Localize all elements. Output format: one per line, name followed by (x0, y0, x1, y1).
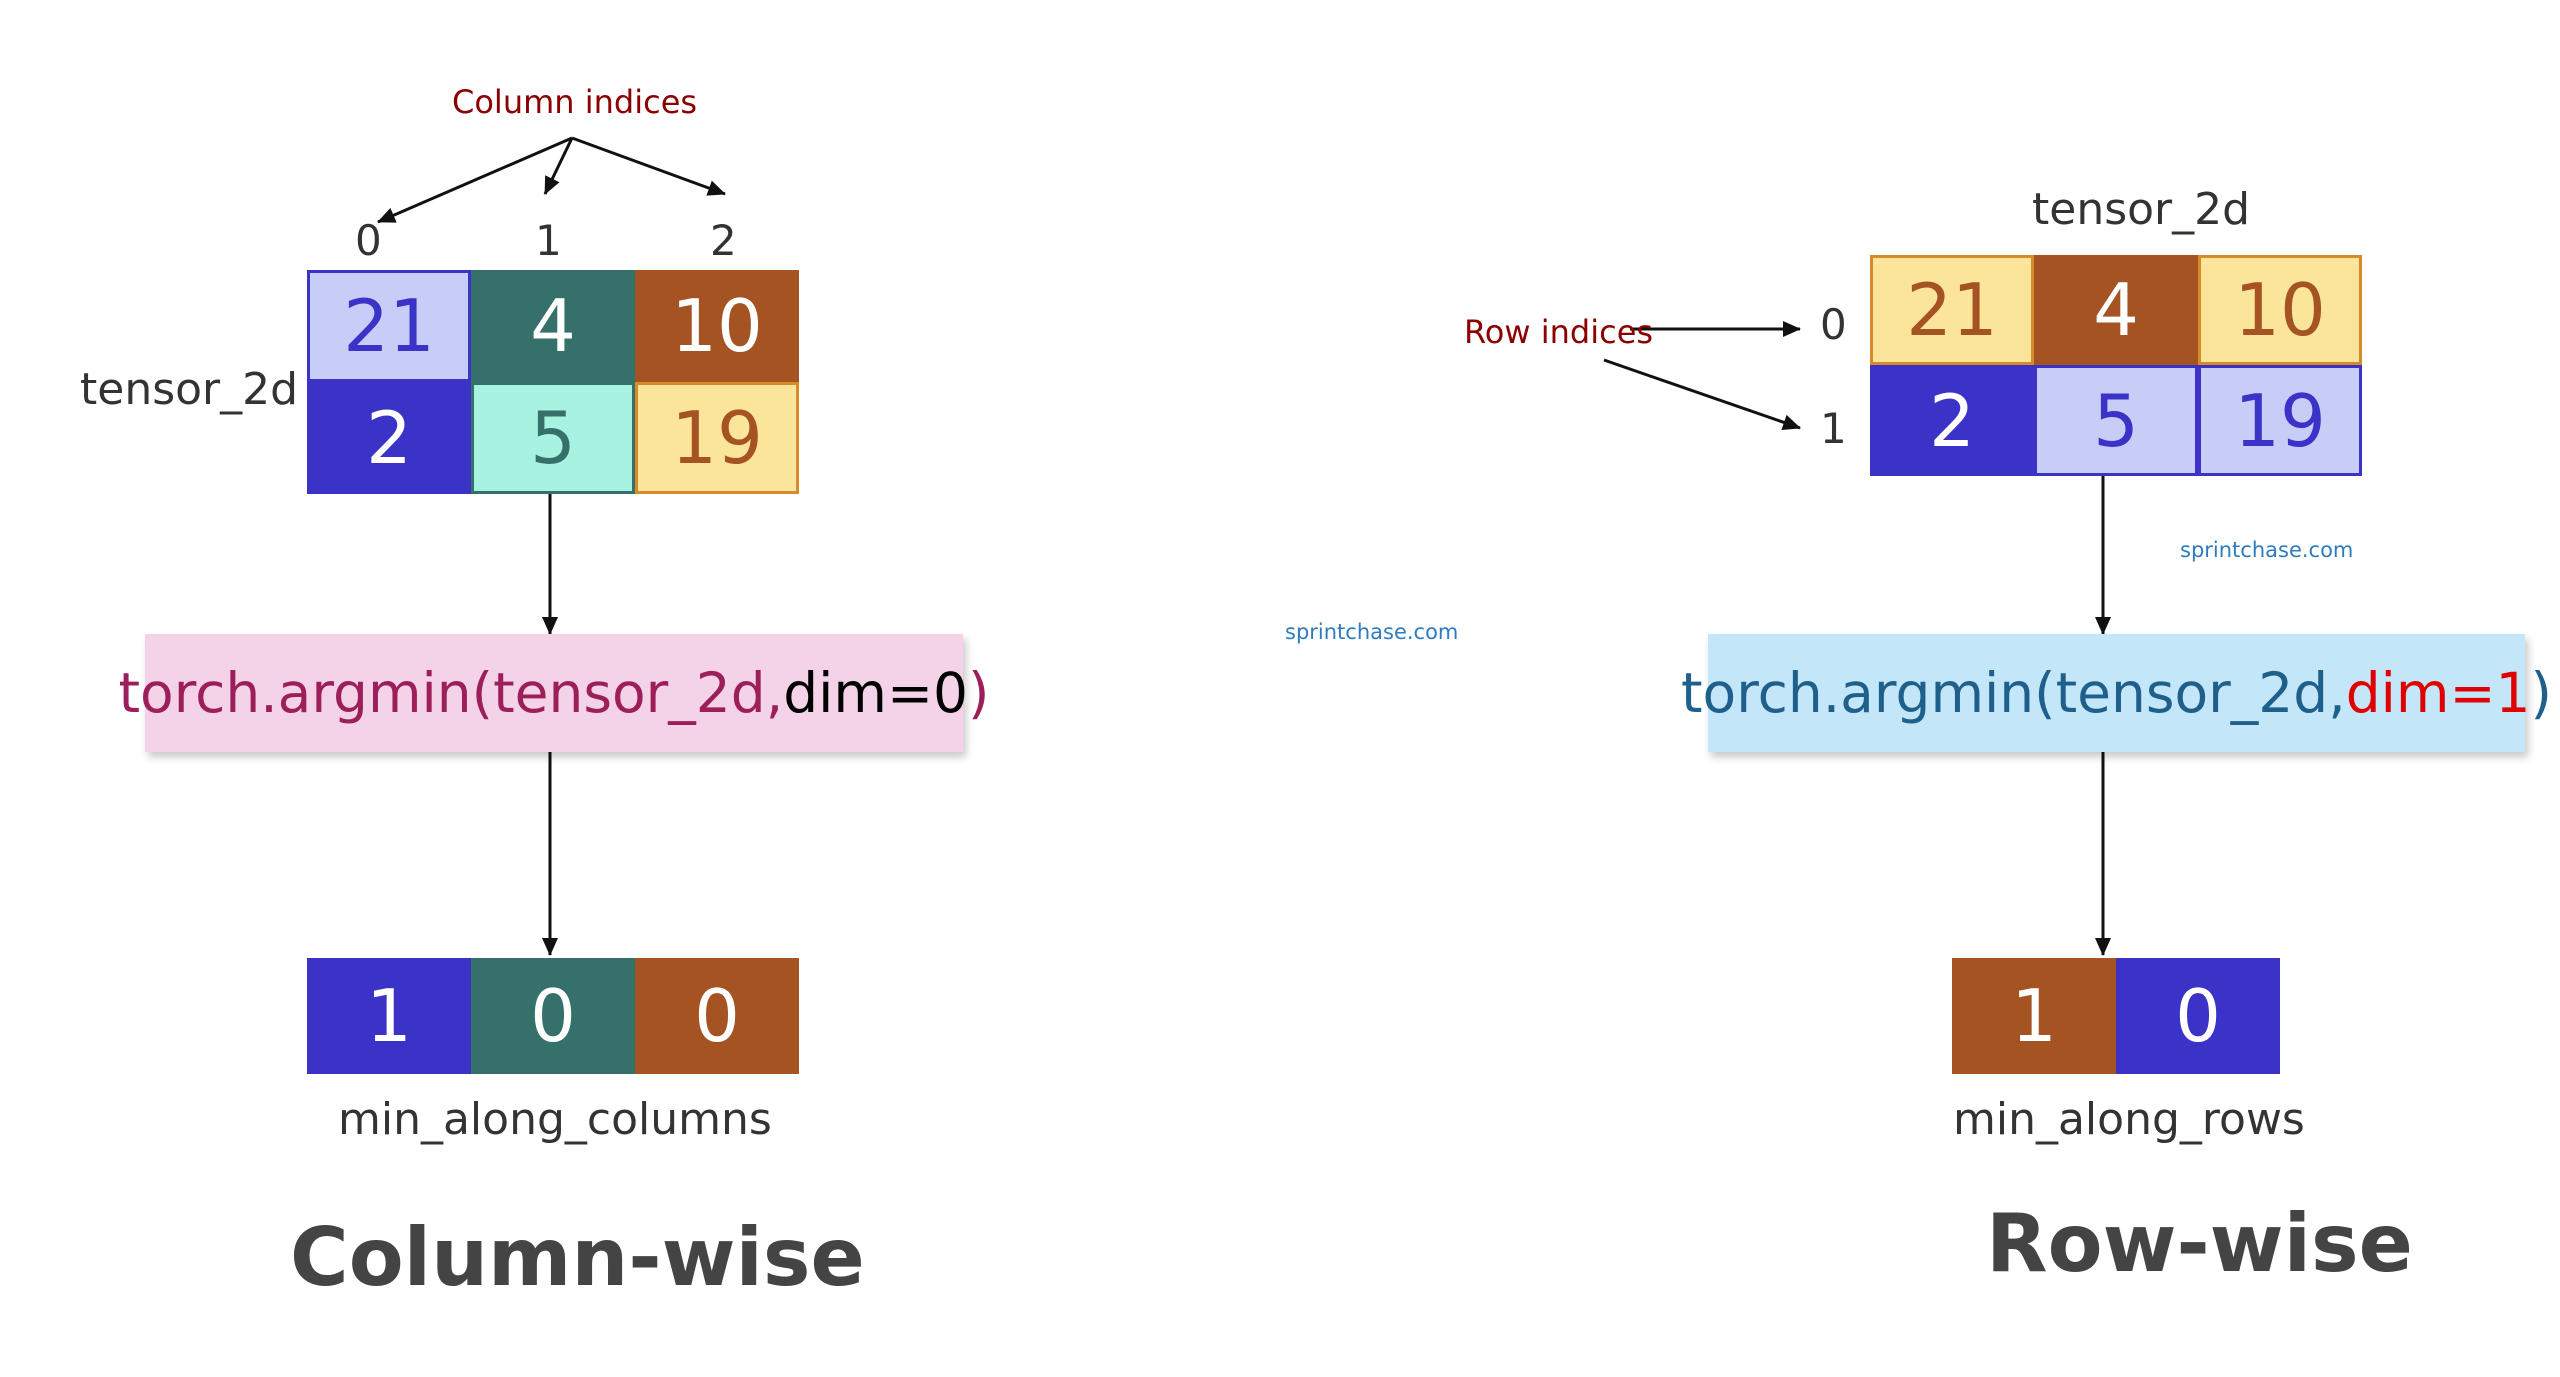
row-index-1: 1 (1820, 404, 1847, 453)
column-index-2: 2 (710, 216, 737, 265)
arrow-to-col-0 (377, 136, 573, 224)
fn-text: torch.argmin(tensor_2d, (118, 661, 784, 725)
tensor-cell: 4 (471, 270, 635, 382)
result-cell: 1 (307, 958, 471, 1074)
tensor-cell: 4 (2034, 255, 2198, 365)
result-cell: 0 (635, 958, 799, 1074)
result-cell: 0 (471, 958, 635, 1074)
heading-row-wise: Row-wise (1986, 1197, 2413, 1290)
tensor-cell: 21 (1870, 255, 2034, 365)
tensor-cell: 19 (2198, 365, 2362, 476)
tensor-cell: 2 (1870, 365, 2034, 476)
tensor-cell: 2 (307, 382, 471, 494)
tensor-label-right: tensor_2d (2032, 184, 2251, 235)
tensor-label-left: tensor_2d (80, 364, 299, 415)
tensor-cell: 5 (471, 382, 635, 494)
argmin-call-left: torch.argmin(tensor_2d, dim=0) (118, 634, 990, 752)
row-index-0: 0 (1820, 300, 1847, 349)
watermark-right: sprintchase.com (2180, 538, 2354, 562)
heading-column-wise: Column-wise (290, 1211, 865, 1304)
argmin-call-right: torch.argmin(tensor_2d, dim=1) (1681, 634, 2552, 752)
result-label-right: min_along_rows (1953, 1094, 2305, 1145)
fn-text: torch.argmin(tensor_2d, (1680, 661, 2346, 725)
tensor-cell: 10 (635, 270, 799, 382)
tensor-cell: 5 (2034, 365, 2198, 476)
watermark-center: sprintchase.com (1285, 620, 1459, 644)
tensor-cell: 21 (307, 270, 471, 382)
result-cell: 0 (2116, 958, 2280, 1074)
column-indices-annotation: Column indices (452, 83, 698, 121)
result-cell: 1 (1952, 958, 2116, 1074)
result-label-left: min_along_columns (338, 1094, 772, 1145)
tensor-cell: 10 (2198, 255, 2362, 365)
column-index-1: 1 (535, 216, 562, 265)
fn-arg: dim=1 (2345, 661, 2531, 725)
arrow-to-col-2 (571, 136, 726, 196)
arrow-to-col-1 (543, 137, 574, 195)
tensor-cell: 19 (635, 382, 799, 494)
arrow-to-row-1 (1603, 358, 1801, 430)
row-indices-annotation: Row indices (1464, 313, 1654, 351)
fn-arg: dim=0 (783, 661, 969, 725)
fn-close: ) (968, 661, 990, 725)
fn-close: ) (2530, 661, 2553, 725)
column-index-0: 0 (355, 216, 382, 265)
